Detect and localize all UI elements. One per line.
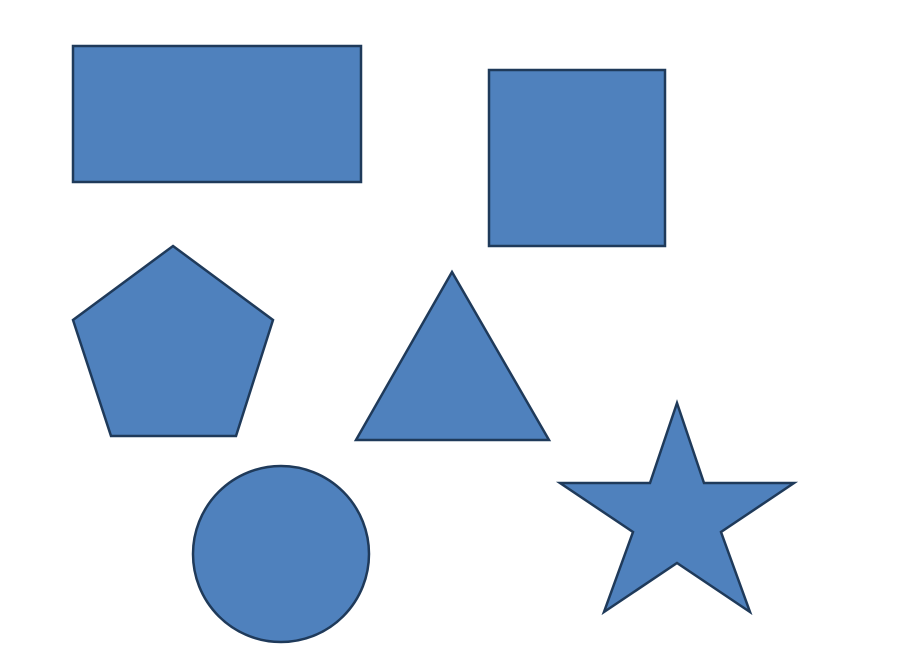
rectangle-shape <box>71 44 363 184</box>
pentagon-shape <box>71 244 275 438</box>
square-shape <box>487 68 667 248</box>
circle-shape <box>191 464 371 644</box>
triangle-shape <box>353 269 552 442</box>
star-shape <box>555 399 799 616</box>
